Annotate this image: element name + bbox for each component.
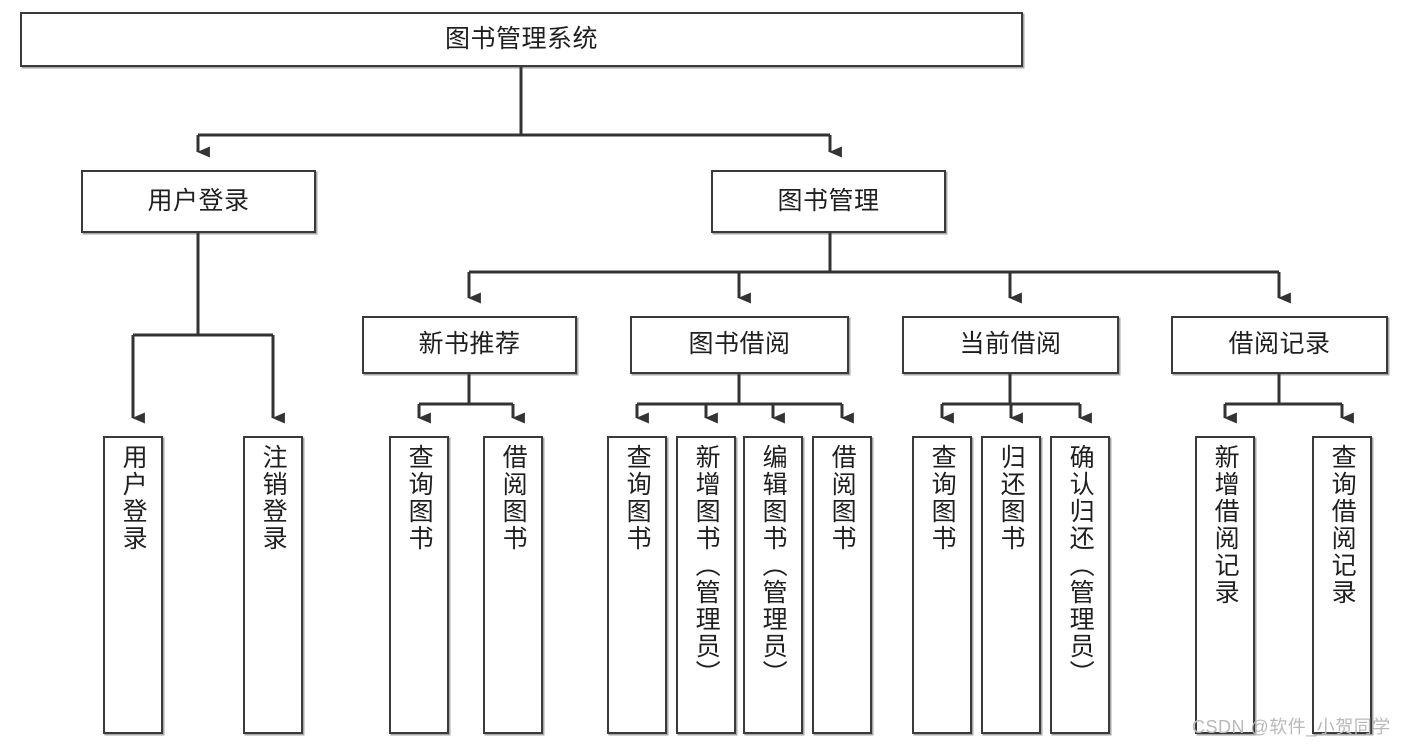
node-book-management[interactable]: 图书管理 bbox=[711, 170, 946, 233]
leaf-current-confirm-return-admin[interactable]: 确认归还（管理员） bbox=[1050, 436, 1110, 734]
node-label: 注销登录 bbox=[259, 444, 288, 552]
node-label: 确认归还（管理员） bbox=[1066, 444, 1095, 687]
node-label: 借阅记录 bbox=[1228, 330, 1331, 359]
node-label: 查询借阅记录 bbox=[1328, 444, 1357, 606]
node-label: 新增图书（管理员） bbox=[692, 444, 721, 687]
node-label: 借阅图书 bbox=[828, 444, 857, 552]
node-label: 归还图书 bbox=[997, 444, 1026, 552]
node-new-book-recommend[interactable]: 新书推荐 bbox=[362, 316, 577, 374]
node-label: 当前借阅 bbox=[959, 330, 1062, 359]
node-label: 图书借阅 bbox=[688, 330, 791, 359]
leaf-borrow-edit-book-admin[interactable]: 编辑图书（管理员） bbox=[743, 436, 803, 734]
node-borrow-record[interactable]: 借阅记录 bbox=[1171, 316, 1388, 374]
node-label: 借阅图书 bbox=[499, 444, 528, 552]
node-current-borrow[interactable]: 当前借阅 bbox=[902, 316, 1119, 374]
leaf-user-login-signin[interactable]: 用户登录 bbox=[103, 436, 163, 734]
node-label: 查询图书 bbox=[928, 444, 957, 552]
leaf-recommend-borrow-book[interactable]: 借阅图书 bbox=[483, 436, 543, 734]
leaf-record-add-record[interactable]: 新增借阅记录 bbox=[1195, 436, 1255, 734]
node-root-system[interactable]: 图书管理系统 bbox=[20, 12, 1023, 67]
node-label: 查询图书 bbox=[623, 444, 652, 552]
node-label: 图书管理 bbox=[777, 186, 880, 215]
node-label: 用户登录 bbox=[147, 186, 250, 215]
node-label: 用户登录 bbox=[119, 444, 148, 552]
node-label: 查询图书 bbox=[405, 444, 434, 552]
leaf-current-return-book[interactable]: 归还图书 bbox=[981, 436, 1041, 734]
csdn-watermark: CSDN @软件_小贺同学 bbox=[1192, 717, 1391, 737]
node-book-borrow[interactable]: 图书借阅 bbox=[630, 316, 849, 374]
leaf-borrow-add-book-admin[interactable]: 新增图书（管理员） bbox=[676, 436, 736, 734]
leaf-current-query-book[interactable]: 查询图书 bbox=[912, 436, 972, 734]
node-user-login[interactable]: 用户登录 bbox=[81, 170, 316, 233]
node-label: 图书管理系统 bbox=[444, 24, 598, 53]
node-label: 新增借阅记录 bbox=[1211, 444, 1240, 606]
node-label: 新书推荐 bbox=[418, 330, 521, 359]
node-label: 编辑图书（管理员） bbox=[759, 444, 788, 687]
leaf-borrow-borrow-book[interactable]: 借阅图书 bbox=[812, 436, 872, 734]
leaf-record-query-record[interactable]: 查询借阅记录 bbox=[1312, 436, 1372, 734]
leaf-user-login-signout[interactable]: 注销登录 bbox=[243, 436, 303, 734]
leaf-recommend-query-book[interactable]: 查询图书 bbox=[389, 436, 449, 734]
leaf-borrow-query-book[interactable]: 查询图书 bbox=[607, 436, 667, 734]
